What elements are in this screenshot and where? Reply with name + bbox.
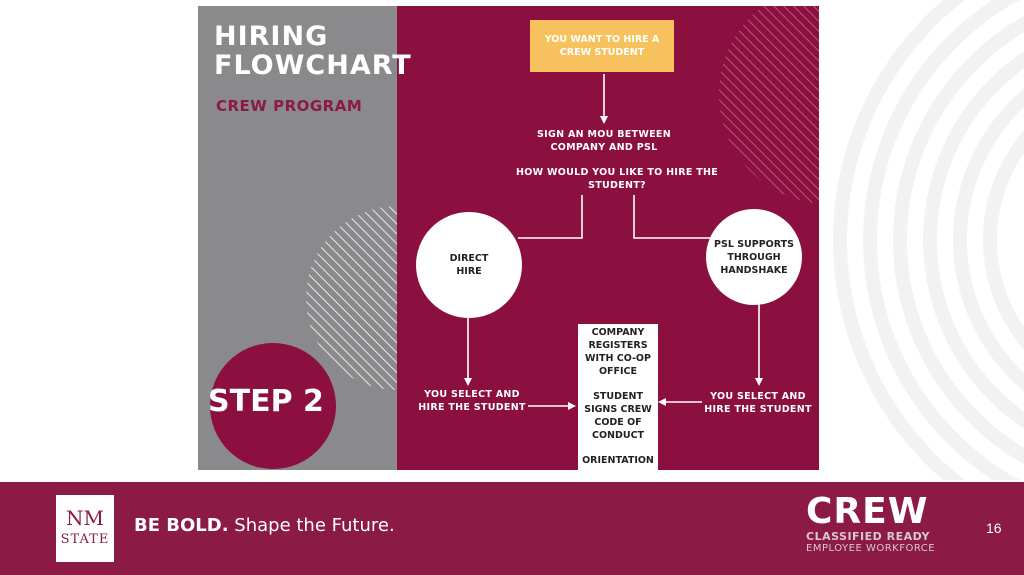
crew-line2: EMPLOYEE WORKFORCE [806,543,936,554]
hatched-circle-right [719,6,819,204]
hire-question: HOW WOULD YOU LIKE TO HIRE THE STUDENT? [515,167,719,191]
nmstate-logo: NM STATE [56,495,114,562]
select-hire-right: YOU SELECT AND HIRE THE STUDENT [704,391,812,415]
slide-subtitle: CREW PROGRAM [216,97,363,115]
tagline-rest: Shape the Future. [228,515,395,536]
tagline-bold: BE BOLD. [134,515,229,536]
step-circle [210,343,336,469]
mou-step: SIGN AN MOU BETWEEN COMPANY AND PSL [537,129,671,153]
center-step-code: STUDENT SIGNS CREW CODE OF CONDUCT [584,391,652,441]
select-hire-left: YOU SELECT AND HIRE THE STUDENT [418,389,526,413]
tagline: BE BOLD. Shape the Future. [134,515,395,536]
crew-wordmark: CREW [806,491,929,532]
background-rings [833,0,1024,480]
center-steps-box: COMPANY REGISTERS WITH CO-OP OFFICE STUD… [578,324,658,470]
crew-line1: CLASSIFIED READY [806,530,930,543]
psl-supports-circle: PSL SUPPORTS THROUGH HANDSHAKE [706,209,802,305]
connector-right [633,195,710,239]
page-number: 16 [986,520,1002,536]
start-box: YOU WANT TO HIRE A CREW STUDENT [530,20,674,72]
footer-bar: NM STATE BE BOLD. Shape the Future. CREW… [0,482,1024,575]
flow-connectors [464,74,763,410]
slide-title: HIRING FLOWCHART [214,21,412,81]
hatched-circle-left [306,206,397,390]
step-label: STEP 2 [208,384,324,419]
crew-logo: CREW CLASSIFIED READY EMPLOYEE WORKFORCE [806,494,950,555]
logo-line2: STATE [60,531,110,547]
logo-line1: NM [66,505,104,530]
direct-hire-circle: DIRECT HIRE [416,212,522,318]
connector-left [518,195,583,239]
flowchart-slide: HIRING FLOWCHART CREW PROGRAM STEP 2 YOU… [198,6,819,470]
center-step-orientation: ORIENTATION [582,455,654,466]
center-step-register: COMPANY REGISTERS WITH CO-OP OFFICE [585,327,651,377]
